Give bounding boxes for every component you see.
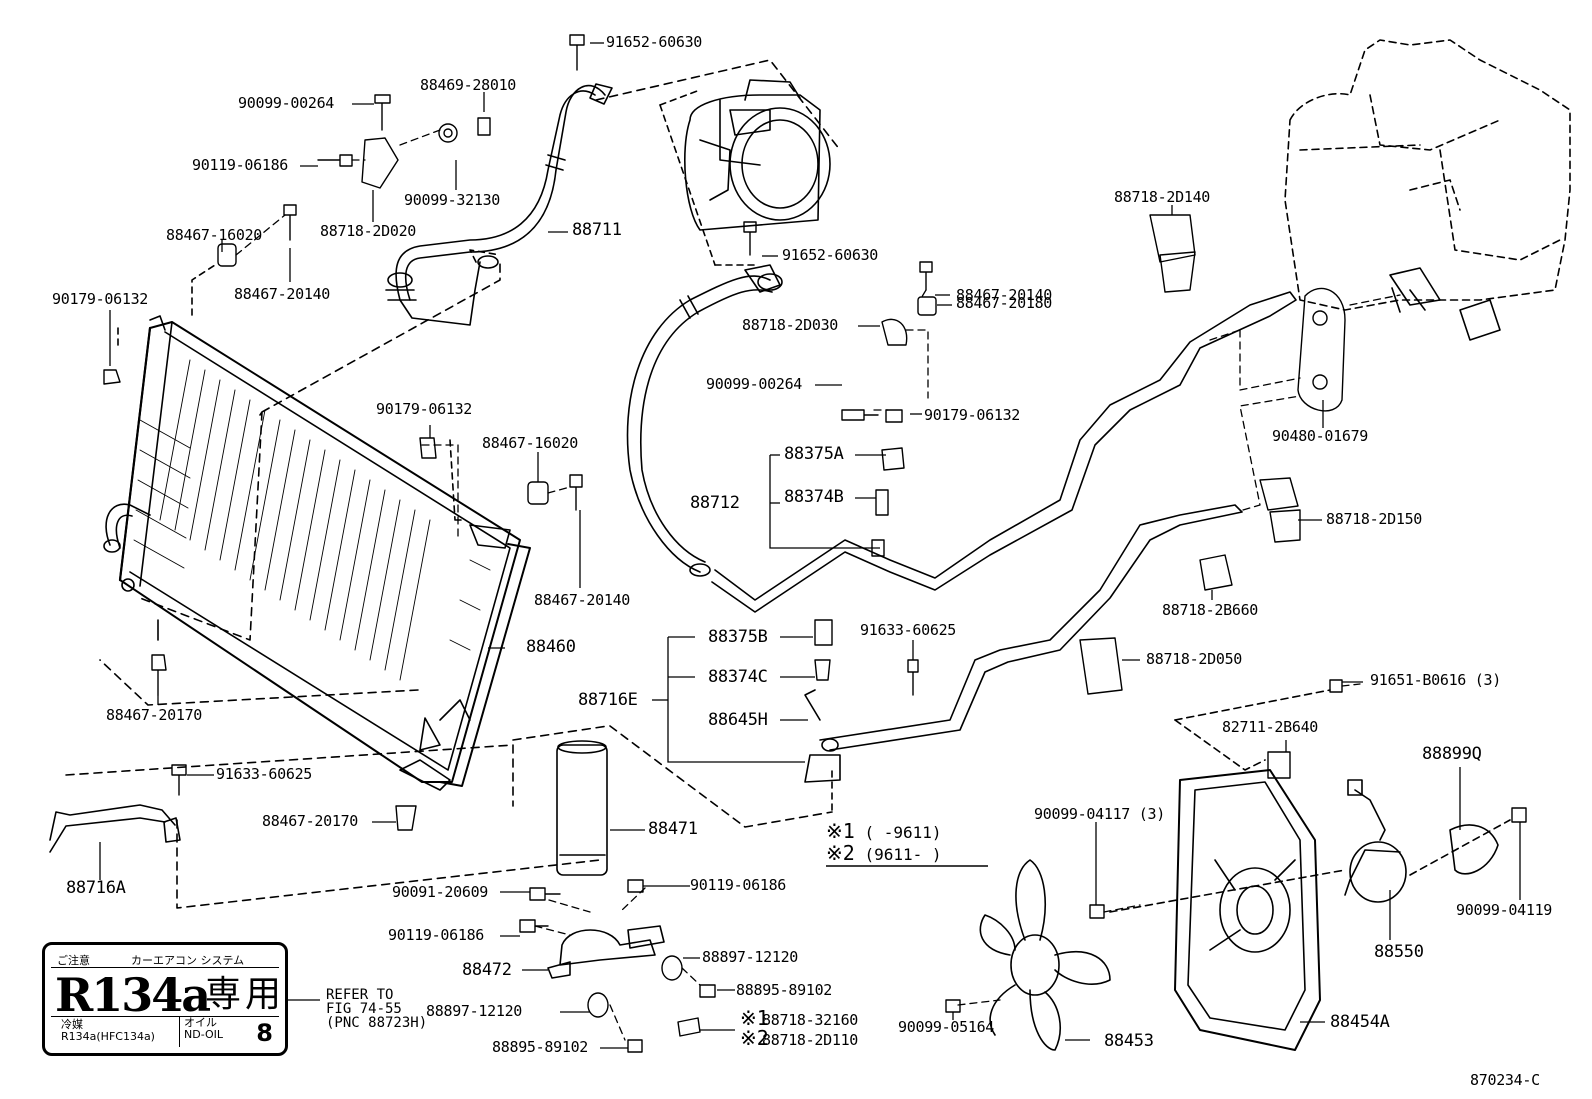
plate-oil-value: ND-OIL — [184, 1028, 224, 1041]
tube-88716a — [49, 804, 181, 853]
drier-bracket — [547, 925, 665, 979]
part-label: 88899Q — [1422, 744, 1482, 764]
part-label: 91652-60630 — [606, 33, 703, 51]
part-label: 88897-12120 — [426, 1002, 523, 1020]
fan-motor — [1344, 779, 1407, 903]
note-variant-2: ※2 (9611- ) — [826, 843, 942, 864]
part-label: 90179-06132 — [376, 400, 473, 418]
part-label: 88467-20140 — [956, 286, 1053, 304]
part-label: 88467-20180 — [956, 294, 1053, 312]
part-label: 88718-2B660 — [1162, 601, 1259, 619]
diagram-code: 870234-C — [1470, 1071, 1540, 1089]
part-label: 88712 — [690, 493, 740, 513]
refer-line-1: REFER TO — [326, 987, 394, 1003]
part-label: 88467-20140 — [234, 285, 331, 303]
part-label: 88467-16020 — [482, 434, 579, 452]
part-label: 88471 — [648, 819, 698, 839]
part-label: 91633-60625 — [216, 765, 313, 783]
motor-bracket-88899q — [1449, 824, 1499, 875]
part-label: 90099-04119 — [1456, 901, 1553, 919]
part-label: 88718-2D020 — [320, 222, 417, 240]
hose-88711 — [385, 83, 613, 326]
part-label: 88718-2D050 — [1146, 650, 1243, 668]
part-label: 91652-60630 — [782, 246, 879, 264]
variant-mark-2: ※2 — [740, 1026, 769, 1050]
part-label: 90099-00264 — [238, 94, 335, 112]
part-label: 88453 — [1104, 1031, 1154, 1051]
liquid-tube — [804, 504, 1243, 783]
part-label: 90179-06132 — [52, 290, 149, 308]
part-label: 90179-06132 — [924, 406, 1021, 424]
note-variant-1: ※1 ( -9611) — [826, 821, 942, 842]
part-label: 90119-06186 — [690, 876, 787, 894]
refrigerant-label-plate: ご注意 カーエアコン システム R134a 専用 冷媒 R134a(HFC134… — [42, 942, 288, 1056]
part-label: 90099-32130 — [404, 191, 501, 209]
part-label: 88454A — [1330, 1012, 1390, 1032]
part-label: 88469-28010 — [420, 76, 517, 94]
part-label: 90091-20609 — [392, 883, 489, 901]
part-label: 90480-01679 — [1272, 427, 1369, 445]
fan-shroud — [1174, 769, 1321, 1051]
part-label: 88895-89102 — [736, 981, 833, 999]
fasteners — [103, 34, 1527, 1053]
condenser-dash — [139, 259, 501, 641]
part-label: 88897-12120 — [702, 948, 799, 966]
hose-88712 — [626, 264, 1297, 613]
part-label: 88550 — [1374, 942, 1424, 962]
plate-ref-value: R134a(HFC134a) — [61, 1030, 155, 1043]
plate-oil-label: オイル — [184, 1016, 217, 1029]
plate-header: ご注意 カーエアコン システム — [51, 951, 279, 968]
plate-footer: 冷媒 R134a(HFC134a) オイル ND-OIL 8 — [51, 1016, 279, 1047]
part-label: 88467-20170 — [262, 812, 359, 830]
fan-blades — [979, 859, 1111, 1051]
plate-ref-label: 冷媒 — [61, 1018, 83, 1031]
part-label: 88718-2D140 — [1114, 188, 1211, 206]
part-label: 88718-2D030 — [742, 316, 839, 334]
note-mark: ※2 — [826, 841, 855, 865]
note-text: (9611- ) — [864, 845, 942, 864]
part-label: 91651-B0616 (3) — [1370, 671, 1501, 689]
part-label: 88374C — [708, 667, 768, 687]
note-text: ( -9611) — [864, 823, 942, 842]
part-label: 88718-2D150 — [1326, 510, 1423, 528]
part-label: 88718-32160 — [762, 1011, 859, 1029]
part-label: 88467-16020 — [166, 226, 263, 244]
evaporator-unit — [1284, 39, 1571, 311]
part-label: 88645H — [708, 710, 768, 730]
part-label: 88375A — [784, 444, 844, 464]
condenser — [103, 315, 531, 791]
part-label: 90099-05164 — [898, 1018, 995, 1036]
plate-system: カーエアコン システム — [131, 954, 245, 967]
leader-lines — [99, 42, 1521, 1049]
part-label: 88716A — [66, 878, 126, 898]
part-label: 90119-06186 — [192, 156, 289, 174]
part-label: 90119-06186 — [388, 926, 485, 944]
plate-caution: ご注意 — [57, 954, 90, 967]
receiver-drier — [556, 740, 608, 876]
part-label: 88467-20140 — [534, 591, 631, 609]
part-label: 91633-60625 — [860, 621, 957, 639]
part-label: 88375B — [708, 627, 768, 647]
plate-refrigerant: R134a — [55, 968, 211, 1022]
refer-line-3: (PNC 88723H) — [326, 1015, 428, 1031]
part-label: 88460 — [526, 637, 576, 657]
part-label: 88716E — [578, 690, 638, 710]
note-mark: ※1 — [826, 819, 855, 843]
part-label: 88895-89102 — [492, 1038, 589, 1056]
part-label: 88472 — [462, 960, 512, 980]
part-label: 90099-00264 — [706, 375, 803, 393]
part-label: 82711-2B640 — [1222, 718, 1319, 736]
part-label: 88374B — [784, 487, 844, 507]
part-label: 88718-2D110 — [762, 1031, 859, 1049]
part-label: 88467-20170 — [106, 706, 203, 724]
part-label: 88711 — [572, 220, 622, 240]
part-label: 90099-04117 (3) — [1034, 805, 1165, 823]
compressor — [659, 79, 831, 266]
refer-line-2: FIG 74-55 — [326, 1001, 402, 1017]
refer-note: REFER TO FIG 74-55 (PNC 88723H) — [326, 988, 427, 1030]
plate-exclusive: 専用 — [205, 974, 286, 1015]
plate-oil-number: 8 — [256, 1019, 273, 1047]
variant-mark-1: ※1 — [740, 1006, 769, 1030]
